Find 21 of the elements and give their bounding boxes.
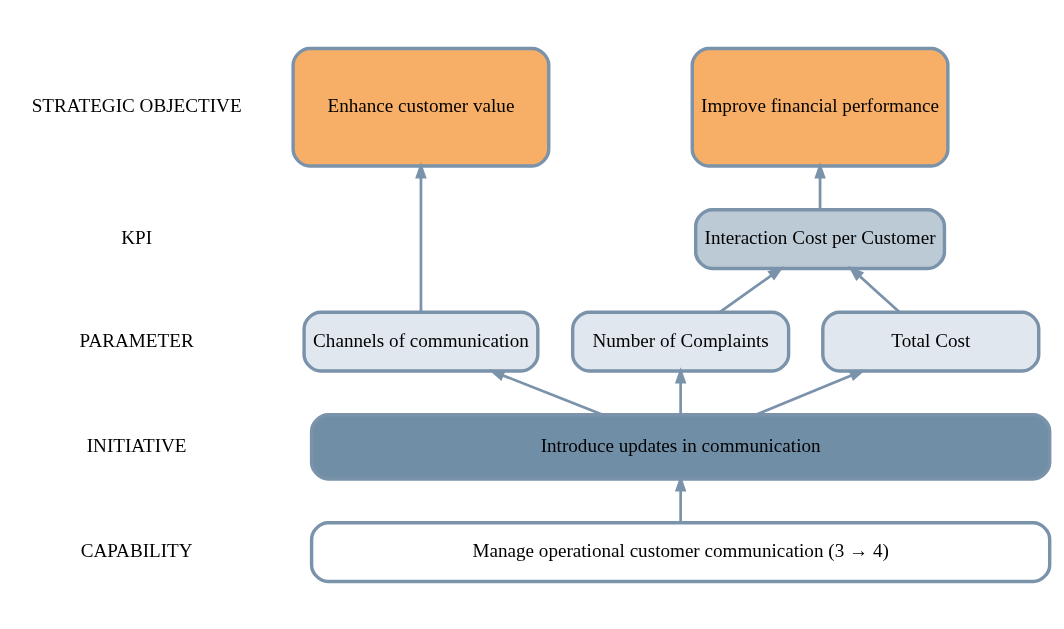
arrow bbox=[674, 366, 687, 415]
node-box: Enhance customer value bbox=[291, 46, 551, 168]
arrow bbox=[415, 161, 427, 312]
node-box: Channels of communication bbox=[302, 310, 540, 373]
arrow bbox=[848, 265, 901, 313]
arrow bbox=[674, 474, 687, 522]
node-box: Total Cost bbox=[821, 310, 1041, 373]
label: KPI bbox=[121, 226, 153, 248]
node-box: Manage operational customer communication (3 → 4) bbox=[309, 520, 1052, 583]
node-box: Introduce updates in communication bbox=[309, 412, 1052, 481]
label: STRATEGIC OBJECTIVE bbox=[31, 94, 242, 116]
label: CAPABILITY bbox=[80, 539, 193, 561]
node-box: Interaction Cost per Customer bbox=[693, 207, 947, 270]
node-box: Improve financial performance bbox=[690, 46, 950, 168]
label: INITIATIVE bbox=[86, 434, 187, 456]
node-box: Number of Complaints bbox=[570, 310, 791, 373]
arrow bbox=[755, 369, 866, 416]
arrow bbox=[719, 265, 785, 313]
arrow bbox=[488, 369, 604, 416]
label: PARAMETER bbox=[79, 329, 194, 351]
arrow bbox=[814, 161, 826, 210]
